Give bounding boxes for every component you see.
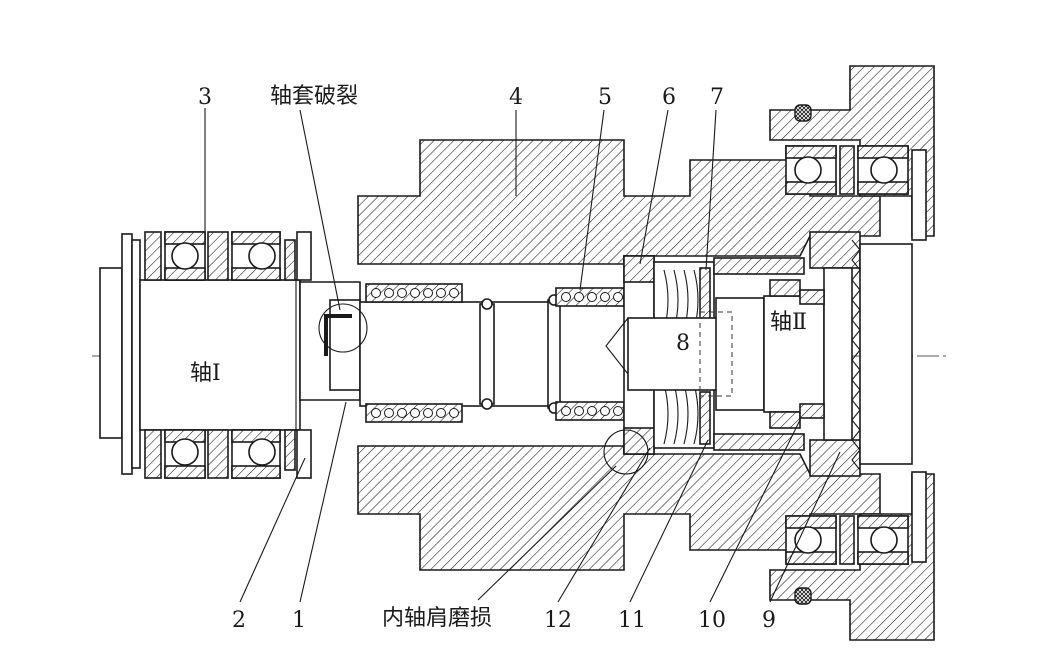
roller-element (410, 288, 420, 298)
part-number-11: 11 (618, 608, 646, 633)
roller-element (384, 408, 394, 418)
roller-element (574, 406, 584, 416)
part-number-12: 12 (544, 608, 572, 633)
roller-elements (371, 288, 623, 418)
main-hub (357, 139, 881, 571)
part-number-8: 8 (676, 331, 690, 356)
roller-element (613, 292, 623, 302)
part-number-2: 2 (232, 608, 246, 633)
roller-element (449, 288, 459, 298)
right-bearing-bottom (785, 515, 909, 565)
roller-element (449, 408, 459, 418)
roller-element (384, 288, 394, 298)
sleeve-crack-label: 轴套破裂 (270, 84, 358, 109)
roller-element (587, 406, 597, 416)
roller-element (436, 408, 446, 418)
part-number-4: 4 (509, 85, 523, 110)
roller-element (561, 406, 571, 416)
roller-element (600, 406, 610, 416)
roller-element (371, 408, 381, 418)
roller-element (574, 292, 584, 302)
part-number-9: 9 (762, 608, 776, 633)
roller-element (436, 288, 446, 298)
roller-element (600, 292, 610, 302)
roller-element (371, 288, 381, 298)
sleeve-crack-marker (318, 303, 368, 356)
left-bearing-bottom (144, 429, 312, 479)
part-number-7: 7 (710, 85, 724, 110)
part-number-10: 10 (698, 608, 726, 633)
roller-element (423, 288, 433, 298)
roller-element (613, 406, 623, 416)
roller-element (587, 292, 597, 302)
shaft-1-label: 轴Ⅰ (190, 361, 221, 386)
left-bearing-top (144, 231, 312, 281)
left-end-flange (99, 233, 141, 475)
leader-lines (204, 108, 841, 603)
part-number-6: 6 (662, 85, 676, 110)
inner-shaft (359, 294, 629, 414)
inner-shoulder-wear-label: 内轴肩磨损 (382, 606, 492, 631)
roller-element (410, 408, 420, 418)
shaft-2-label: 轴Ⅱ (770, 310, 807, 335)
roller-element (397, 408, 407, 418)
right-coupling (799, 231, 913, 477)
part-number-3: 3 (198, 85, 212, 110)
part-number-1: 1 (292, 608, 306, 633)
part-number-5: 5 (598, 85, 612, 110)
roller-element (561, 292, 571, 302)
shaft-2 (605, 257, 825, 451)
right-bearing-top (785, 145, 909, 195)
roller-element (397, 288, 407, 298)
roller-element (423, 408, 433, 418)
